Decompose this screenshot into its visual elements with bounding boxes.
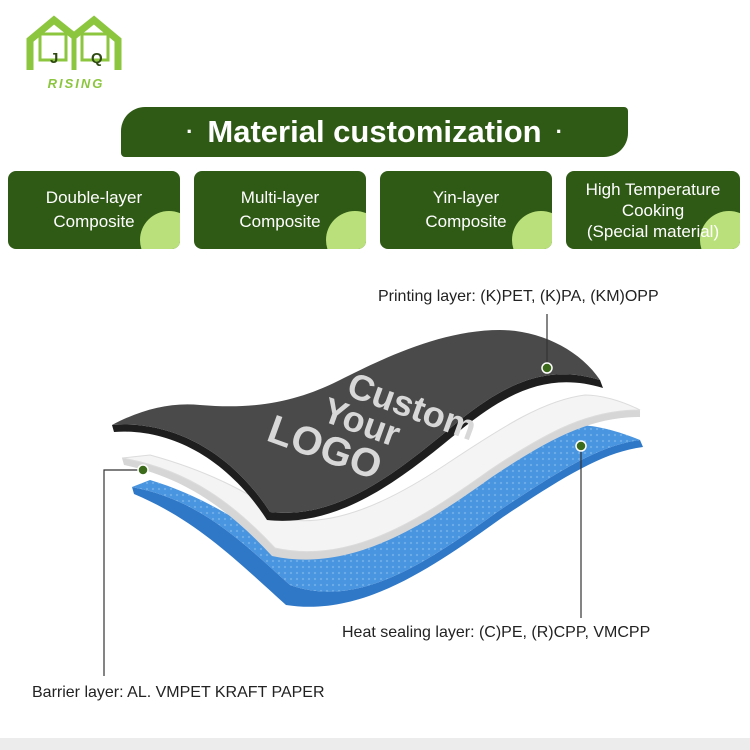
card-line: Composite <box>53 212 135 231</box>
marker-dot-printing <box>541 362 553 374</box>
card-high-temperature: High Temperature Cooking (Special materi… <box>566 171 740 249</box>
house-roof-icon <box>26 15 122 70</box>
barrier-layer-label: Barrier layer: AL. VMPET KRAFT PAPER <box>32 684 325 701</box>
logo-letter-j: J <box>50 50 59 67</box>
banner-bullet-right: · <box>555 119 563 144</box>
card-line: Composite <box>239 212 321 231</box>
page-title: Material customization <box>207 114 542 149</box>
card-line: Composite <box>425 212 507 231</box>
card-line: Cooking <box>621 200 685 220</box>
banner-bullet-left: · <box>186 119 194 144</box>
card-line: High Temperature <box>585 179 721 199</box>
marker-dot-heat-sealing <box>575 440 587 452</box>
card-multi-layer: Multi-layer Composite <box>194 171 366 249</box>
card-line: Yin-layer <box>432 188 500 207</box>
marker-dot-barrier <box>137 464 149 476</box>
footer-divider <box>0 738 750 750</box>
printing-layer: Custom Your LOGO <box>112 330 603 521</box>
logo-letter-q: Q <box>91 50 103 67</box>
printing-layer-label: Printing layer: (K)PET, (K)PA, (KM)OPP <box>378 288 659 305</box>
brand-logo: J Q RISING <box>26 14 122 92</box>
title-banner: · Material customization · <box>121 107 628 157</box>
card-yin-layer: Yin-layer Composite <box>380 171 552 249</box>
heat-sealing-layer <box>132 425 643 607</box>
leader-line-barrier <box>103 469 143 676</box>
card-double-layer: Double-layer Composite <box>8 171 180 249</box>
card-line: (Special material) <box>586 221 720 241</box>
card-line: Double-layer <box>45 188 143 207</box>
heat-sealing-layer-label: Heat sealing layer: (C)PE, (R)CPP, VMCPP <box>342 624 651 641</box>
card-line: Multi-layer <box>240 188 320 207</box>
barrier-layer <box>121 394 641 560</box>
logo-wordmark: RISING <box>47 76 105 91</box>
